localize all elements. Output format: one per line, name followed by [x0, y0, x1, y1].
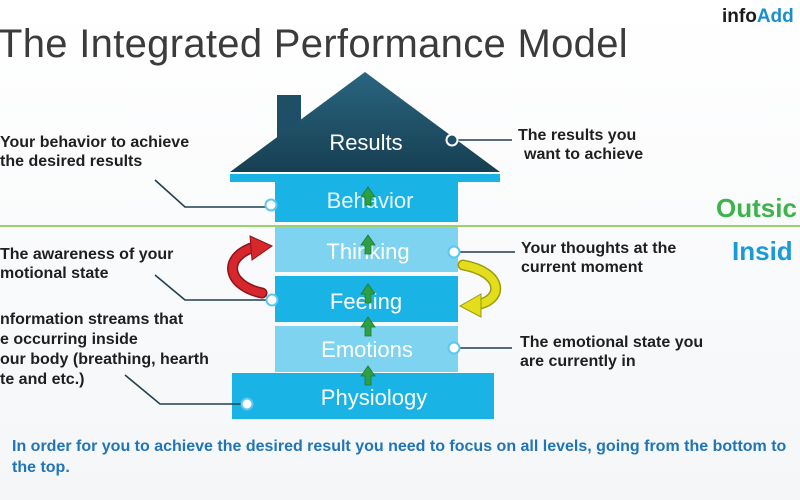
note-line: want to achieve [524, 146, 644, 163]
note-line: motional state [0, 265, 109, 282]
level-physiology-label: Physiology [321, 385, 427, 410]
connectors [124, 139, 515, 405]
level-physiology-block [232, 373, 494, 419]
note-line: The results you [518, 127, 637, 144]
note-line: the desired results [0, 153, 143, 170]
brand-part-1: info [722, 6, 757, 27]
page-title: The Integrated Performance Model [0, 22, 628, 66]
house-roof [230, 72, 500, 172]
up-arrows [360, 186, 376, 386]
note-results: The results you want to achieve [518, 126, 643, 164]
bottom-instruction: In order for you to achieve the desired … [12, 438, 787, 476]
note-emotions: The emotional state you are currently in [520, 333, 703, 371]
note-line: te and etc.) [0, 371, 85, 388]
up-arrow-icon [360, 234, 376, 255]
note-behavior: Your behavior to achieve the desired res… [0, 133, 189, 171]
red-loop-arrow-icon [227, 235, 274, 299]
note-line: The emotional state you [520, 334, 704, 351]
note-thinking: Your thoughts at the current moment [521, 239, 676, 277]
connector-dots [240, 133, 461, 411]
dot-icon [265, 293, 279, 307]
up-arrow-icon [360, 316, 376, 337]
up-arrow-icon [360, 365, 376, 386]
note-line: are currently in [520, 353, 636, 370]
note-line: The awareness of your [0, 246, 174, 263]
note-line: Your thoughts at the [521, 240, 677, 257]
dot-icon [447, 245, 461, 259]
outside-zone-label: Outsic [716, 193, 797, 223]
note-line: our body (breathing, hearth [0, 351, 209, 368]
yellow-loop-arrow-icon [457, 259, 501, 318]
dot-icon [445, 133, 459, 147]
note-line: current moment [521, 259, 643, 276]
level-emotions-label: Emotions [321, 337, 413, 362]
dot-icon [240, 397, 254, 411]
brand-logo: infoAdd [722, 6, 794, 28]
brand-part-2: Add [756, 6, 794, 27]
up-arrow-icon [360, 186, 376, 206]
note-line: Your behavior to achieve [0, 134, 190, 151]
up-arrow-icon [360, 283, 376, 304]
note-physiology: nformation streams that e occurring insi… [0, 310, 209, 390]
note-feeling: The awareness of your motional state [0, 245, 173, 283]
note-line: e occurring inside [0, 331, 138, 348]
connector-physiology [124, 374, 247, 405]
dot-icon [447, 341, 461, 355]
dot-icon [264, 198, 278, 212]
house-eave [230, 174, 500, 182]
level-results-label: Results [329, 130, 402, 155]
note-line: nformation streams that [0, 311, 184, 328]
inside-zone-label: Insid [732, 236, 793, 266]
connector-behavior [154, 179, 271, 208]
connector-feeling [154, 274, 272, 301]
